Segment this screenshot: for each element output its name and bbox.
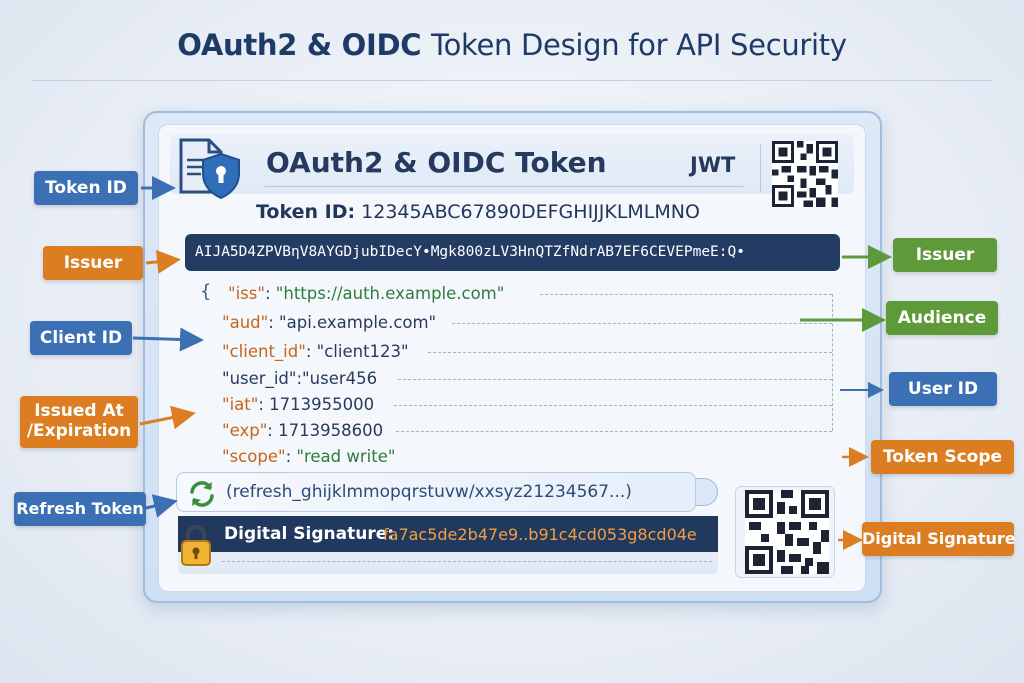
refresh-token-bar [176,472,696,512]
refresh-token-value: (refresh_ghijklmmopqrstuvw/xxsyz21234567… [226,482,632,502]
guide-line-aud [452,323,832,324]
guide-line-iss [540,294,832,295]
claim-scope: "scope": "read write" [222,447,395,466]
signature-label: Digital Signature: [224,524,395,544]
guide-line-user [398,379,832,380]
callout-issued-at-line2: /Expiration [26,421,132,441]
token-type-label: JWT [690,153,736,177]
title-divider [32,80,992,81]
claim-scope-sep: : [285,447,297,466]
claim-client-key: "client_id" [222,342,306,361]
token-id-label: Token ID: [256,201,356,223]
claim-user-id: "user_id":"user456 [222,369,377,388]
claim-client-id: "client_id": "client123" [222,342,409,361]
claim-iat: "iat": 1713955000 [222,395,374,414]
header-divider [265,186,743,187]
encoded-token-bar: AIJA5D4ZPVBηV8AYGDjubIDecY•Mgk800zLV3HnQ… [185,234,840,271]
callout-issued-at-line1: Issued At [34,401,124,421]
claim-iat-sep: : [258,395,270,414]
claim-exp-sep: : [267,421,279,440]
claim-iss: "iss": "https://auth.example.com" [228,284,504,303]
callout-issued-at: Issued At /Expiration [20,396,138,448]
token-id-row: Token ID: 12345ABC67890DEFGHIJJKLMLMNO [256,201,700,223]
claim-scope-value: "read write" [296,447,396,466]
claim-user-key: "user_id" [222,369,297,388]
arrow-refresh-token [145,494,178,518]
claim-aud-key: "aud" [222,313,269,332]
signature-bar [178,516,718,552]
callout-digital-signature: Digital Signature [862,522,1016,556]
callout-issuer-left: Issuer [43,246,143,280]
claim-client-sep: : [305,342,317,361]
claim-iss-value: "https://auth.example.com" [275,284,505,303]
page-title: OAuth2 & OIDC Token Design for API Secur… [0,28,1024,62]
guide-line-vertical [832,294,833,431]
signature-value: fa7ac5de2b47e9..b91c4cd053g8cd04e [383,525,697,544]
claim-scope-key: "scope" [222,447,286,466]
arrow-issued-at [139,405,196,430]
claim-client-value: "client123" [316,342,409,361]
guide-line-exp [396,431,832,432]
claim-iss-sep: : [264,284,276,303]
callout-token-scope: Token Scope [871,440,1014,474]
token-id-value: 12345ABC67890DEFGHIJJKLMLMNO [361,201,700,223]
callout-user-id: User ID [889,372,997,406]
claim-user-value: "user456 [302,369,378,388]
claim-iat-value: 1713955000 [269,395,375,414]
claim-aud: "aud": "api.example.com" [222,313,436,332]
refresh-icon [190,481,214,507]
callout-issuer-right: Issuer [893,238,997,272]
arrow-issuer-left [145,249,181,274]
qr-code-icon [745,490,829,574]
claim-iss-key: "iss" [228,284,265,303]
lock-icon [181,525,211,566]
claim-exp-key: "exp" [222,421,268,440]
arrow-client-id [132,327,204,352]
title-main: OAuth2 & OIDC [177,28,422,62]
guide-line-iat [394,405,832,406]
title-rest: Token Design for API Security [431,28,847,62]
callout-audience: Audience [886,301,998,335]
header-vertical-divider [760,144,761,192]
claim-aud-sep: : [268,313,280,332]
card-header [170,134,854,194]
claim-exp: "exp": 1713958600 [222,421,383,440]
open-brace: { [200,281,212,302]
signature-guide-line [222,561,712,562]
claim-iat-key: "iat" [222,395,259,414]
claim-user-sep: : [296,369,303,388]
callout-token-id: Token ID [34,171,138,205]
claim-exp-value: 1713958600 [278,421,384,440]
claim-aud-value: "api.example.com" [279,313,437,332]
qr-code-icon [772,141,838,207]
document-shield-icon [179,138,240,200]
callout-client-id: Client ID [30,321,132,355]
callout-refresh-token: Refresh Token [14,492,146,526]
card-title: OAuth2 & OIDC Token [266,146,607,179]
guide-line-client [428,352,832,353]
